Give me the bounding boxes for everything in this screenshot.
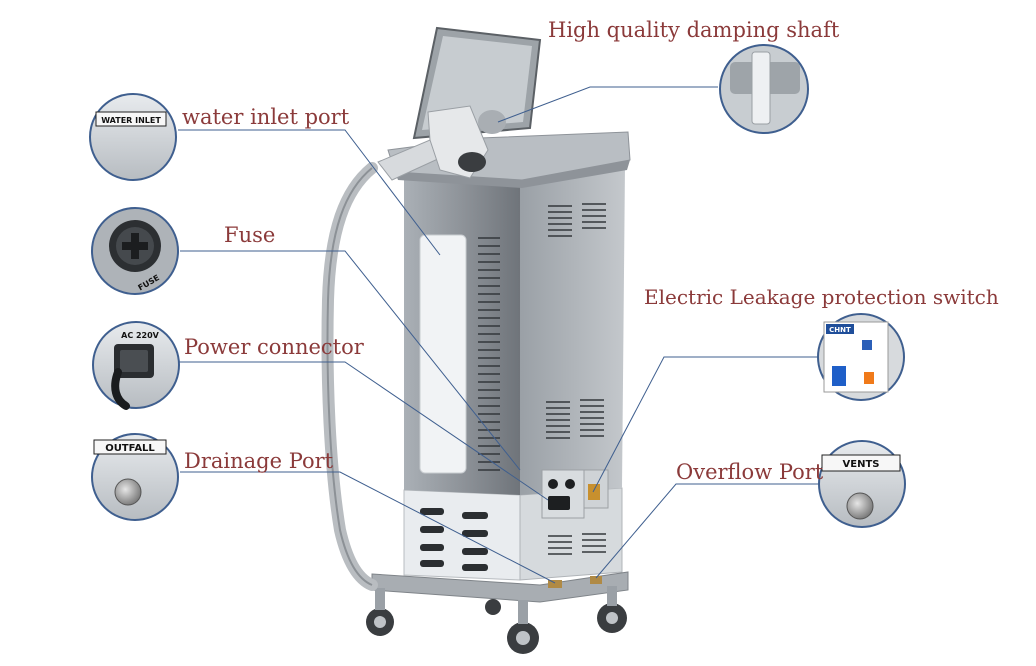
label-drainage-port: Drainage Port — [184, 449, 334, 473]
tag-vents: VENTS — [843, 459, 880, 470]
leader-power — [178, 361, 549, 501]
label-fuse: Fuse — [224, 223, 276, 247]
callout-drainage: OUTFALL — [91, 433, 179, 521]
overflow-screw-icon — [846, 492, 874, 520]
tag-outfall: OUTFALL — [105, 443, 155, 454]
tag-chnt: CHNT — [829, 326, 851, 334]
handpiece-cable-shade — [326, 167, 373, 586]
tag-water-inlet: WATER INLET — [101, 116, 161, 125]
leader-water-inlet — [178, 129, 441, 256]
callout-overflow: VENTS — [818, 440, 906, 528]
front-vent-lower — [548, 533, 606, 555]
tag-ac-220v: AC 220V — [121, 331, 160, 340]
label-damping-shaft: High quality damping shaft — [548, 18, 840, 42]
drain-screw-icon — [114, 478, 142, 506]
leader-damping — [497, 86, 718, 123]
overflow-fitting — [590, 576, 602, 584]
label-power-connector: Power connector — [184, 335, 364, 359]
leader-drainage — [180, 471, 556, 584]
machine-front-face — [520, 165, 625, 495]
base-slots — [420, 508, 488, 571]
drainage-fitting — [548, 580, 562, 588]
side-window-panel — [419, 234, 467, 474]
label-leakage-switch: Electric Leakage protection switch — [644, 285, 999, 309]
handpiece-cable — [321, 162, 378, 591]
switch-blue-lever — [832, 366, 846, 386]
laser-handpiece — [377, 105, 506, 181]
power-cord — [111, 368, 130, 410]
leader-leakage — [592, 356, 818, 493]
front-vent-upper — [548, 203, 606, 237]
label-water-inlet: water inlet port — [182, 105, 350, 129]
damping-strap-icon — [751, 51, 771, 125]
label-overflow-port: Overflow Port — [676, 460, 824, 484]
laser-machine-illustration — [321, 26, 631, 654]
touch-screen-glass — [422, 36, 532, 130]
callout-damping-shaft — [719, 44, 809, 134]
side-vent-grille — [478, 237, 500, 471]
callout-power-connector: AC 220V — [92, 321, 180, 410]
callout-leakage-switch: CHNT — [817, 313, 905, 401]
leader-overflow — [595, 483, 818, 579]
caster-wheels — [366, 586, 627, 654]
leader-fuse — [180, 250, 521, 471]
leader-lines — [178, 86, 818, 584]
connector-panel — [541, 469, 609, 519]
callout-water-inlet: WATER INLET — [89, 93, 177, 181]
switch-orange-button — [864, 372, 874, 384]
callout-fuse: FUSE — [91, 207, 179, 295]
machine-top-rim — [395, 160, 630, 188]
front-vent-middle — [546, 399, 604, 439]
